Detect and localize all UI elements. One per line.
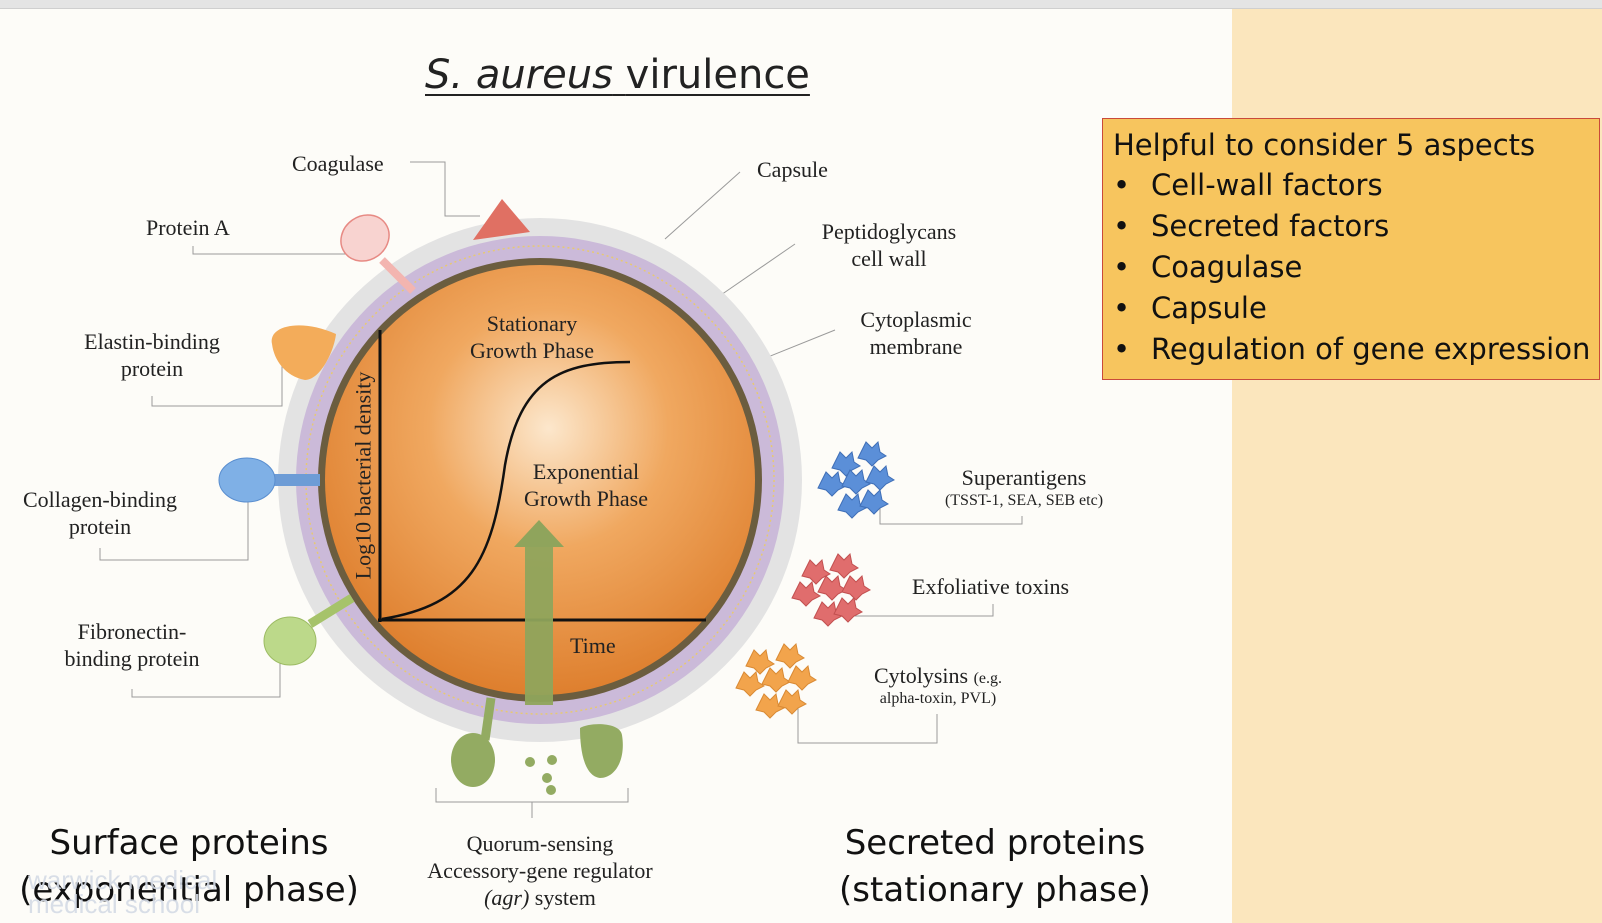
surface-line1: Surface proteins <box>49 823 329 863</box>
agr-receptor-stalk <box>480 697 496 741</box>
cytolysins-title: Cytolysins <box>873 663 969 688</box>
cytoplasmic-membrane-label: Cytoplasmic membrane <box>850 306 982 360</box>
cytoplasmic-line2: membrane <box>869 334 963 359</box>
secreted-line2: (stationary phase) <box>839 870 1151 910</box>
superantigens-label: Superantigens (TSST-1, SEA, SEB etc) <box>934 464 1114 511</box>
peptidoglycans-line1: Peptidoglycans <box>821 219 957 244</box>
stationary-line2: Growth Phase <box>469 338 595 363</box>
surface-proteins-group: Surface proteins (exponential phase) <box>14 820 364 914</box>
quorum-sensing-label: Quorum-sensing Accessory-gene regulator … <box>412 830 668 911</box>
aspects-callout-box: Helpful to consider 5 aspects Cell-wall … <box>1102 118 1600 380</box>
collagen-binding-stalk <box>268 474 320 486</box>
aspect-item: Capsule <box>1113 288 1589 329</box>
protein-a-label: Protein A <box>146 215 230 240</box>
agr-protein-shape <box>580 724 623 778</box>
watermark-line1: warwick medical <box>28 865 218 895</box>
aspect-item: Cell-wall factors <box>1113 165 1589 206</box>
collagen-binding-label: Collagen-binding protein <box>14 486 186 540</box>
collagen-binding-shape <box>218 457 276 503</box>
exponential-phase-label: Exponential Growth Phase <box>506 458 666 512</box>
peptidoglycans-line2: cell wall <box>851 246 927 271</box>
watermark-line2: medical school <box>28 889 200 919</box>
quorum-line1: Quorum-sensing <box>466 831 614 856</box>
callout-heading: Helpful to consider 5 aspects <box>1113 128 1536 162</box>
exfoliative-toxins-label: Exfoliative toxins <box>912 574 1070 599</box>
superantigens-title: Superantigens <box>961 465 1087 490</box>
superantigen-cluster <box>817 440 895 519</box>
title-species: S. aureus <box>425 52 613 98</box>
autoinducer-peptides <box>525 755 557 795</box>
cytolysins-subtitle: alpha-toxin, PVL) <box>879 690 997 707</box>
aspect-item: Coagulase <box>1113 247 1589 288</box>
agr-arrow-shaft <box>525 545 553 705</box>
slide-title: S. aureus virulence <box>425 52 810 98</box>
aspect-item: Secreted factors <box>1113 206 1589 247</box>
fibronectin-binding-label: Fibronectin- binding protein <box>54 618 210 672</box>
protein-a-shape <box>340 214 390 262</box>
collagen-label-line1: Collagen-binding <box>23 487 177 512</box>
peptidoglycans-label: Peptidoglycans cell wall <box>815 218 963 272</box>
growth-curve <box>381 360 631 621</box>
superantigens-subtitle: (TSST-1, SEA, SEB etc) <box>944 492 1104 509</box>
secreted-proteins-group: Secreted proteins (stationary phase) <box>836 820 1154 914</box>
fibronectin-stalk <box>307 594 355 628</box>
watermark-logo: warwick medical medical school <box>28 865 218 919</box>
exfoliative-toxin-cluster <box>791 552 871 627</box>
agr-receptor-shape <box>451 733 495 787</box>
cytolysins-label: Cytolysins (e.g. alpha-toxin, PVL) <box>862 662 1014 709</box>
protein-a-stalk <box>379 257 416 294</box>
cytolysin-cluster <box>735 642 817 719</box>
quorum-line2: Accessory-gene regulator <box>427 858 653 883</box>
cytoplasmic-line1: Cytoplasmic <box>860 307 972 332</box>
secreted-line1: Secreted proteins <box>844 823 1146 863</box>
surface-line2: (exponential phase) <box>19 870 359 910</box>
capsule-label: Capsule <box>757 157 828 182</box>
elastin-binding-shape <box>271 325 336 380</box>
aspects-list: Cell-wall factors Secreted factors Coagu… <box>1113 165 1590 370</box>
exponential-line1: Exponential <box>532 459 640 484</box>
leader-lines <box>99 161 1023 818</box>
collagen-label-line2: protein <box>68 514 132 539</box>
peptidoglycan-dots <box>305 245 775 715</box>
quorum-agr: (agr) <box>484 885 530 910</box>
elastin-label-line1: Elastin-binding <box>84 329 220 354</box>
aspect-item: Regulation of gene expression <box>1113 329 1590 370</box>
coagulase-shape <box>473 199 530 240</box>
quorum-system: system <box>534 885 596 910</box>
cytolysins-eg: (e.g. <box>973 670 1003 687</box>
stationary-phase-label: Stationary Growth Phase <box>452 310 612 364</box>
y-axis-label: Log10 bacterial density <box>350 371 376 580</box>
stationary-line1: Stationary <box>486 311 578 336</box>
fibronectin-shape <box>263 616 317 666</box>
elastin-label-line2: protein <box>120 356 184 381</box>
fibronectin-label-line1: Fibronectin- <box>77 619 187 644</box>
fibronectin-label-line2: binding protein <box>64 646 200 671</box>
cytoplasm <box>325 265 755 695</box>
elastin-binding-label: Elastin-binding protein <box>76 328 228 382</box>
title-rest: virulence <box>625 52 810 98</box>
coagulase-label: Coagulase <box>292 151 384 176</box>
x-axis-label: Time <box>570 633 616 658</box>
window-top-bar <box>0 0 1602 9</box>
exponential-line2: Growth Phase <box>523 486 649 511</box>
agr-arrow-head <box>514 520 564 547</box>
